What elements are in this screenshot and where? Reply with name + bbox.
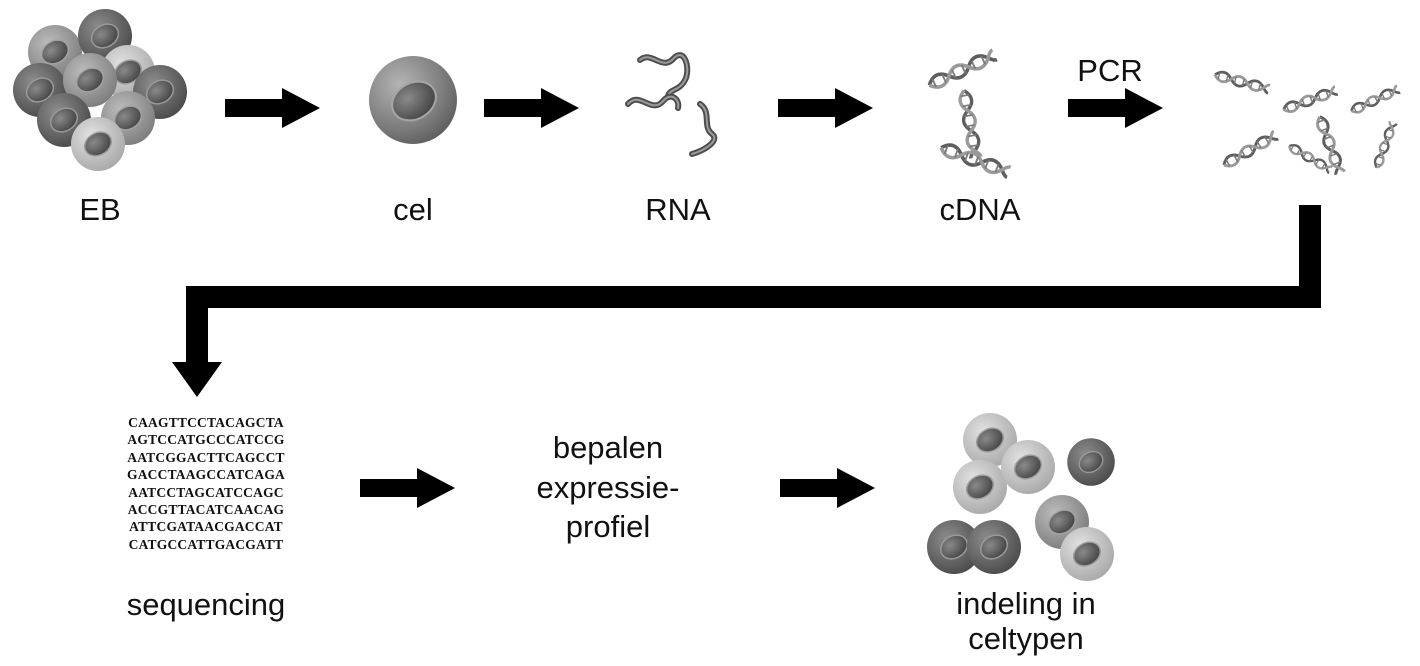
label-pcr: PCR [1077,53,1143,88]
label-expression-line3: profiel [565,509,651,544]
sequence-line: AATCGGACTTCAGCCT [127,449,285,465]
arrow-cell-to-rna [484,88,579,128]
arrow-sequencing-to-profile [360,468,455,508]
label-celltypes-line1: indeling in [956,586,1096,621]
sequence-line: ACCGTTACATCAACAG [127,502,285,518]
arrow-cdna-to-pcr [1068,88,1163,128]
cdna-illustration [925,47,1013,180]
label-expression-line2: expressie- [536,470,680,505]
sequence-line: AATCCTAGCATCCAGC [128,484,284,500]
sequence-line: GACCTAAGCCATCAGA [127,467,285,483]
arrow-rna-to-cdna [778,88,873,128]
label-expression-line1: bepalen [552,430,664,465]
label-sequencing: sequencing [126,587,286,622]
rna-illustration [625,52,718,157]
label-rna: RNA [645,192,711,227]
arrows [172,88,1321,508]
embryoid-body-illustration [12,8,188,172]
single-cell-illustration [369,56,457,144]
label-cdna: cDNA [939,192,1021,227]
label-eb: EB [79,192,121,227]
pcr-products-illustration [1212,68,1402,177]
sequence-line: ATTCGATAACGACCAT [129,519,283,535]
arrow-profile-to-celltypes [780,468,875,508]
sequence-line: AGTCCATGCCCATCCG [127,432,285,448]
connector-arrow-to-sequencing [172,205,1321,397]
celltypes-illustration [926,412,1116,582]
label-celltypes-line2: celtypen [968,621,1084,656]
arrow-eb-to-cell [225,88,320,128]
sequence-line: CATGCCATTGACGATT [128,536,284,552]
sequence-line: CAAGTTCCTACAGCTA [128,415,284,430]
label-cell: cel [393,192,433,227]
sequence-block: CAAGTTCCTACAGCTA AGTCCATGCCCATCCG AATCGG… [98,414,314,553]
